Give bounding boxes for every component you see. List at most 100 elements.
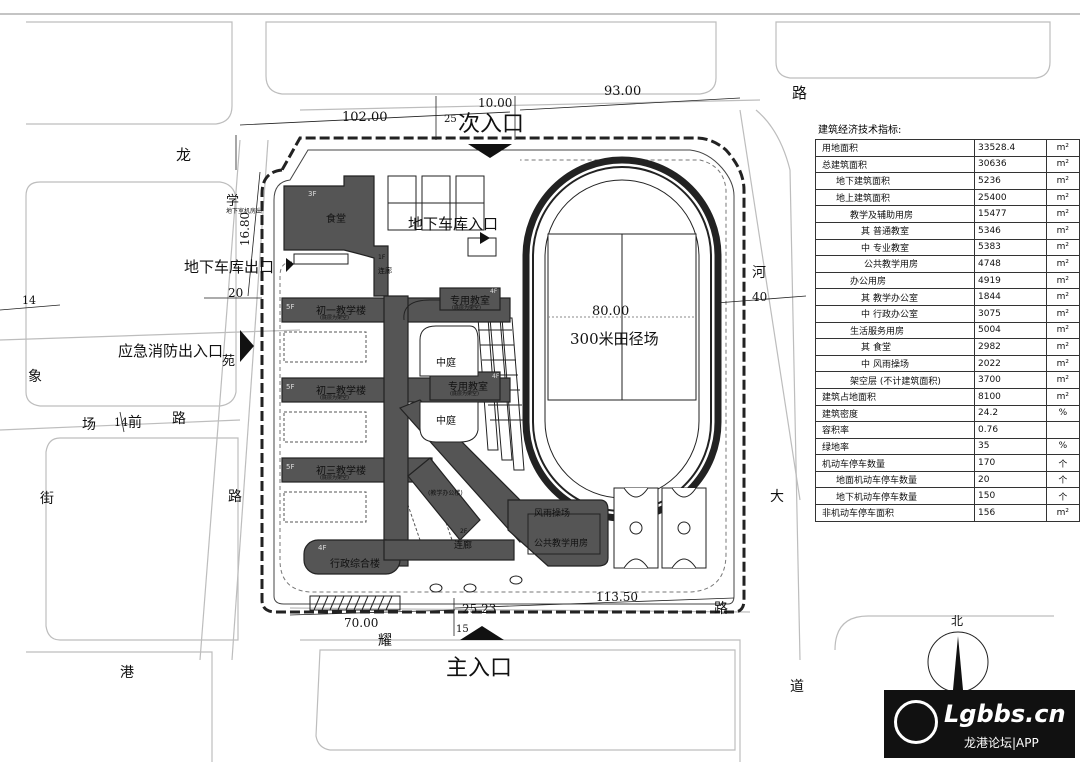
row-group-marker: 中 bbox=[861, 243, 871, 254]
row-label-text: 机动车停车数量 bbox=[822, 459, 886, 470]
row-unit bbox=[1045, 421, 1080, 439]
row-label-text: 公共教学用房 bbox=[864, 260, 919, 271]
row-label: 办公用房 bbox=[815, 271, 975, 290]
row-value: 30636 bbox=[974, 155, 1047, 174]
row-label-text: 地上建筑面积 bbox=[836, 194, 891, 205]
row-unit: m² bbox=[1045, 288, 1080, 306]
corridor-label: 连廊 bbox=[454, 541, 473, 551]
teaching1-floors: 5F bbox=[286, 303, 295, 311]
dim-16-80: 16.80 bbox=[238, 211, 253, 247]
row-unit: m² bbox=[1045, 387, 1080, 406]
special1-label: 专用教室 bbox=[450, 296, 490, 307]
basketball-courts bbox=[613, 487, 707, 569]
row-label: 总建筑面积 bbox=[815, 155, 975, 174]
row-value: 8100 bbox=[974, 387, 1047, 406]
row-unit: m² bbox=[1045, 155, 1080, 174]
row-label-text: 建筑密度 bbox=[822, 409, 859, 420]
row-label: 其食堂 bbox=[815, 338, 975, 356]
row-label: 地下机动车停车数量 bbox=[815, 487, 975, 506]
teaching1-note: (底层为架空) bbox=[320, 315, 349, 321]
row-value: 5004 bbox=[974, 321, 1047, 340]
row-value: 4748 bbox=[974, 255, 1047, 273]
admin-floors: 4F bbox=[318, 544, 327, 552]
road-char-long: 龙 bbox=[176, 146, 192, 164]
special1-floors: 4F bbox=[490, 288, 498, 295]
row-value: 33528.4 bbox=[974, 139, 1047, 157]
canteen-floors: 3F bbox=[308, 190, 317, 198]
row-group-marker: 其 bbox=[861, 227, 871, 238]
row-unit: m² bbox=[1045, 172, 1080, 190]
dim-14-mid: 14 bbox=[114, 416, 128, 429]
row-unit: m² bbox=[1045, 271, 1080, 290]
teaching2-note: (底层为架空) bbox=[320, 395, 349, 401]
row-unit: m² bbox=[1045, 255, 1080, 273]
dim-102: 102.00 bbox=[342, 110, 388, 125]
road-char-qian: 前 bbox=[128, 415, 142, 431]
special1-note: (底层为架空) bbox=[452, 305, 481, 311]
row-label-text: 教学及辅助用房 bbox=[850, 210, 914, 221]
row-label: 其教学办公室 bbox=[815, 288, 975, 306]
row-label-text: 地下建筑面积 bbox=[836, 177, 891, 188]
dim-80: 80.00 bbox=[592, 304, 630, 319]
row-label-text: 用地面积 bbox=[822, 144, 859, 155]
road-char-yuan: 苑 bbox=[222, 354, 236, 369]
teaching3-note: (底层为架空) bbox=[320, 475, 349, 481]
road-char-he: 河 bbox=[752, 265, 766, 281]
row-label: 架空层 (不计建筑面积) bbox=[815, 371, 975, 389]
row-label: 地上建筑面积 bbox=[815, 188, 975, 207]
row-label-text: 食堂 bbox=[873, 343, 892, 354]
garage-entrance-label: 地下车库入口 bbox=[408, 215, 499, 233]
row-value: 170 bbox=[974, 454, 1047, 472]
row-label: 机动车停车数量 bbox=[815, 454, 975, 472]
row-value: 156 bbox=[974, 504, 1047, 522]
row-value: 5346 bbox=[974, 221, 1047, 240]
teaching1-label: 初一教学楼 bbox=[316, 306, 366, 317]
row-unit: m² bbox=[1045, 371, 1080, 389]
row-unit: m² bbox=[1045, 205, 1080, 223]
row-label: 建筑占地面积 bbox=[815, 387, 975, 406]
row-label-text: 建筑占地面积 bbox=[822, 393, 877, 404]
dim-20: 20 bbox=[228, 286, 244, 300]
emergency-entrance-label: 应急消防出入口 bbox=[118, 342, 224, 360]
logo-swirl-icon bbox=[894, 700, 938, 744]
row-unit: m² bbox=[1045, 304, 1080, 323]
dim-93: 93.00 bbox=[604, 84, 642, 99]
dim-15-south: 15 bbox=[456, 624, 469, 635]
special2-floors: 4F bbox=[492, 373, 500, 380]
row-label: 地下建筑面积 bbox=[815, 172, 975, 190]
row-unit: 个 bbox=[1045, 470, 1080, 489]
special2-note: (底层为架空) bbox=[450, 391, 479, 397]
teaching2-label: 初二教学楼 bbox=[316, 386, 366, 397]
row-label: 非机动车停车面积 bbox=[815, 504, 975, 522]
corridor-floors: 2F bbox=[460, 528, 468, 535]
dim-25-23: 25.23 bbox=[462, 602, 497, 616]
row-label: 容积率 bbox=[815, 421, 975, 439]
row-label-text: 地面机动车停车数量 bbox=[836, 476, 918, 487]
dim-25-north: 25 bbox=[444, 114, 457, 125]
row-group-marker: 中 bbox=[861, 310, 871, 321]
row-unit: 个 bbox=[1045, 487, 1080, 506]
row-unit: m² bbox=[1045, 354, 1080, 373]
row-group-marker: 其 bbox=[861, 343, 871, 354]
road-blocks bbox=[0, 21, 1054, 762]
row-label-text: 绿地率 bbox=[822, 442, 850, 453]
corridor2-floors: 1F bbox=[378, 254, 386, 261]
main-entrance-label: 主入口 bbox=[446, 656, 513, 681]
table-title: 建筑经济技术指标: bbox=[818, 125, 902, 136]
row-unit: % bbox=[1045, 404, 1080, 423]
row-label: 中风雨操场 bbox=[815, 354, 975, 373]
row-unit: 个 bbox=[1045, 454, 1080, 472]
row-label: 用地面积 bbox=[815, 139, 975, 157]
track-label: 300米田径场 bbox=[570, 330, 659, 348]
